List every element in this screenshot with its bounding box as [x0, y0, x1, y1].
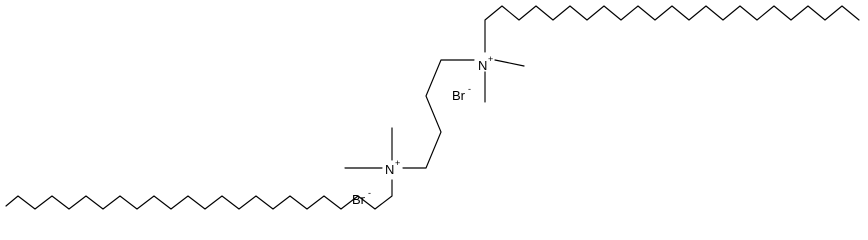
- methyl-bond-top-right: [494, 59, 525, 67]
- dodecyl-chain-bottom: [5, 179, 393, 210]
- bromide-ion-bottom: Br: [352, 192, 366, 207]
- butylene-linker: [402, 59, 475, 169]
- bromide-ion-top: Br: [452, 88, 466, 103]
- nitrogen-atom-top: N: [478, 58, 487, 73]
- bromide-charge-bottom: -: [368, 188, 371, 198]
- nitrogen-charge-bottom: +: [395, 158, 400, 168]
- nitrogen-charge-top: +: [488, 54, 493, 64]
- bromide-charge-top: -: [468, 84, 471, 94]
- structural-formula: N + N + Br - Br -: [5, 5, 860, 210]
- dodecyl-chain-top: [484, 5, 860, 53]
- nitrogen-atom-bottom: N: [385, 162, 394, 177]
